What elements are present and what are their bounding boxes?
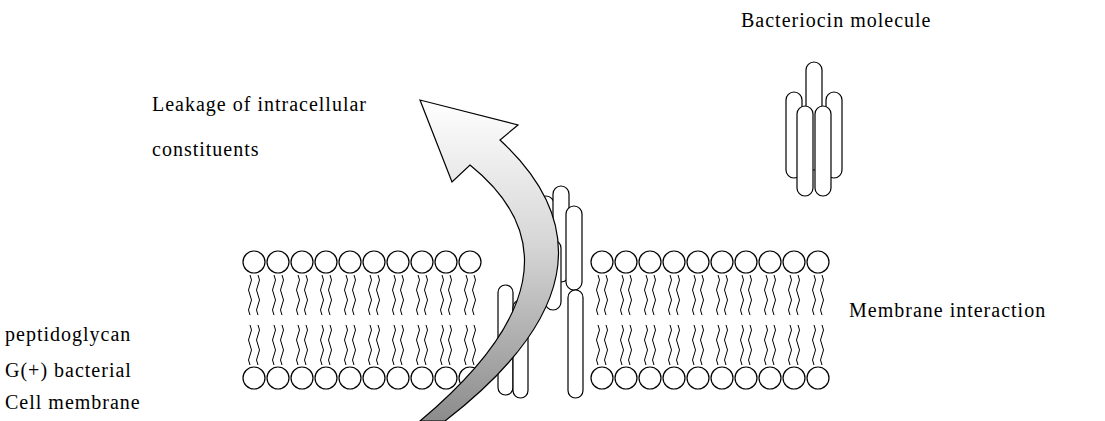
leakage-arrow (420, 100, 559, 421)
lipid-head-row (242, 250, 482, 274)
lipid-tail-row (590, 275, 830, 315)
helix-cylinder (815, 106, 831, 196)
interaction-label: Membrane interaction (849, 298, 1099, 322)
bacteriocin-molecule (786, 62, 842, 196)
helix-cylinder (566, 206, 582, 290)
lipid-head-row (590, 366, 830, 390)
lipid-tail-row (242, 325, 482, 365)
lipid-head-row (242, 366, 482, 390)
membrane-label: G(+) bacterial Cell membrane (5, 354, 155, 418)
helix-cylinder (797, 106, 813, 196)
lipid-tail-row (590, 325, 830, 365)
lipid-head-row (590, 250, 830, 274)
lipid-tail-row (242, 275, 482, 315)
helix-cylinder (568, 290, 583, 398)
leakage-label: Leakage of intracellular constituents (152, 82, 412, 172)
layer-label: peptidoglycan (5, 322, 205, 346)
molecule-label: Bacteriocin molecule (741, 8, 1061, 32)
membrane-pore-front (568, 290, 583, 398)
